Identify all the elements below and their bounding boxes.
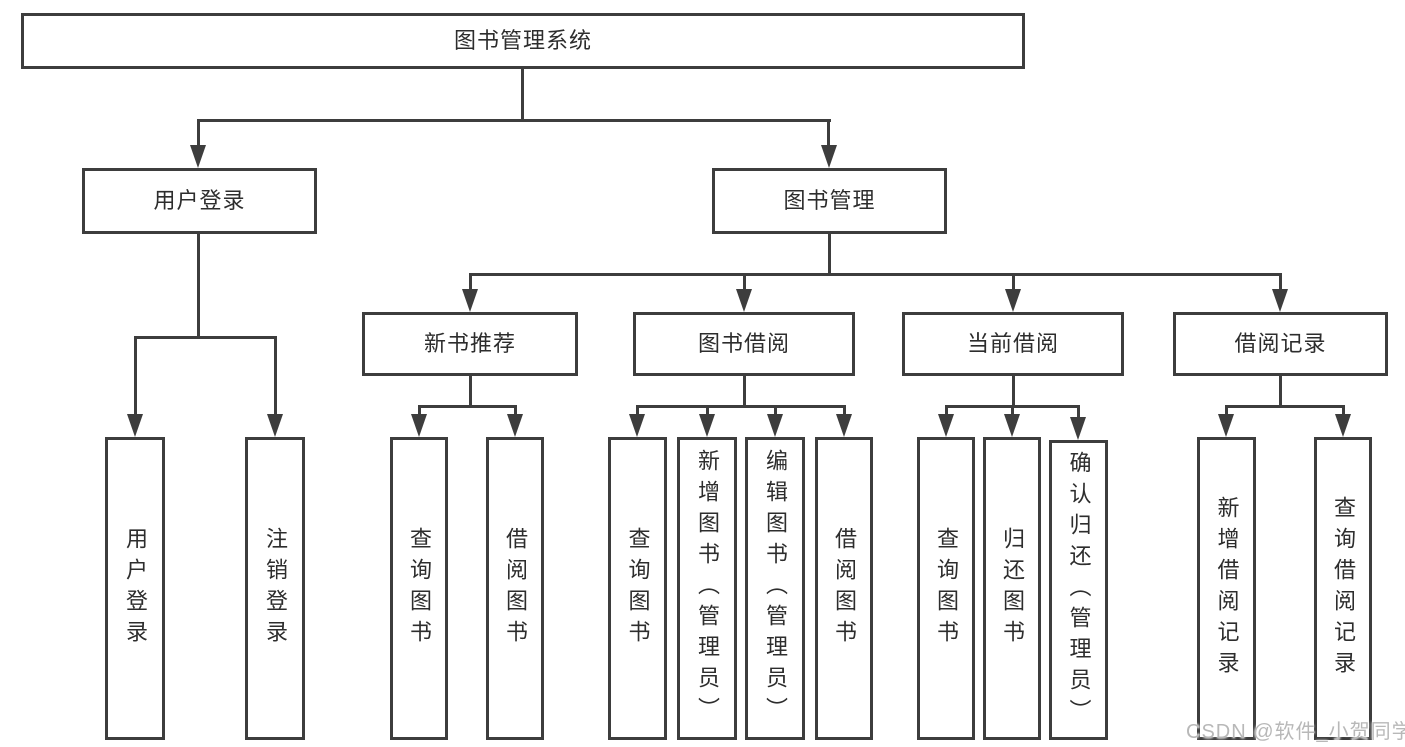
connector-line: [636, 405, 846, 408]
arrowhead-down: [767, 414, 783, 437]
arrowhead-down: [462, 289, 478, 312]
connector-line: [469, 273, 472, 293]
connector-line: [743, 376, 746, 408]
node-leaf-add-borrow-record: 新增借阅记录: [1197, 437, 1256, 740]
connector-line: [197, 119, 200, 149]
connector-line: [1279, 273, 1282, 293]
arrowhead-down: [1070, 417, 1086, 440]
connector-line: [134, 336, 277, 339]
arrowhead-down: [190, 145, 206, 168]
arrowhead-down: [836, 414, 852, 437]
arrowhead-down: [736, 289, 752, 312]
node-leaf-add-books-admin: 新增图书（管理员）: [677, 437, 737, 740]
connector-line: [134, 336, 137, 417]
node-leaf-query-books: 查询图书: [390, 437, 448, 740]
arrowhead-down: [127, 414, 143, 437]
arrowhead-down: [1005, 289, 1021, 312]
node-current-borrowing: 当前借阅: [902, 312, 1124, 376]
connector-line: [636, 405, 639, 417]
connector-line: [274, 336, 277, 417]
connector-line: [945, 405, 948, 417]
connector-line: [828, 233, 831, 276]
node-leaf-user-login: 用户登录: [105, 437, 165, 740]
connector-line: [743, 273, 746, 293]
arrowhead-down: [267, 414, 283, 437]
arrowhead-down: [1272, 289, 1288, 312]
connector-line: [1077, 405, 1080, 419]
arrowhead-down: [821, 145, 837, 168]
connector-line: [706, 405, 709, 417]
node-leaf-confirm-return-admin: 确认归还（管理员）: [1049, 440, 1108, 740]
node-book-management: 图书管理: [712, 168, 947, 234]
connector-line: [1012, 376, 1015, 408]
connector-line: [843, 405, 846, 417]
node-leaf-borrow-books: 借阅图书: [486, 437, 544, 740]
connector-line: [1342, 405, 1345, 417]
node-leaf-borrow-books: 借阅图书: [815, 437, 873, 740]
node-leaf-return-books: 归还图书: [983, 437, 1041, 740]
connector-line: [514, 405, 517, 417]
node-user-login: 用户登录: [82, 168, 317, 234]
connector-line: [1012, 273, 1015, 293]
connector-line: [1011, 405, 1014, 417]
arrowhead-down: [629, 414, 645, 437]
connector-line: [418, 405, 517, 408]
node-leaf-edit-books-admin: 编辑图书（管理员）: [745, 437, 805, 740]
connector-line: [469, 376, 472, 408]
arrowhead-down: [938, 414, 954, 437]
connector-line: [827, 119, 830, 149]
connector-line: [197, 119, 831, 122]
arrowhead-down: [411, 414, 427, 437]
connector-line: [1225, 405, 1345, 408]
connector-line: [1279, 376, 1282, 408]
arrowhead-down: [1218, 414, 1234, 437]
node-borrowing-records: 借阅记录: [1173, 312, 1388, 376]
node-book-borrowing: 图书借阅: [633, 312, 855, 376]
node-leaf-query-borrow-record: 查询借阅记录: [1314, 437, 1372, 740]
arrowhead-down: [699, 414, 715, 437]
arrowhead-down: [1335, 414, 1351, 437]
node-leaf-logout: 注销登录: [245, 437, 305, 740]
connector-line: [469, 273, 1281, 276]
connector-line: [1225, 405, 1228, 417]
connector-line: [774, 405, 777, 417]
connector-line: [197, 233, 200, 338]
arrowhead-down: [507, 414, 523, 437]
node-leaf-query-books: 查询图书: [608, 437, 667, 740]
connector-line: [521, 68, 524, 122]
node-library-management-system: 图书管理系统: [21, 13, 1025, 69]
csdn-watermark: CSDN @软件_小贺同学: [1186, 721, 1405, 743]
node-new-book-recommendation: 新书推荐: [362, 312, 578, 376]
arrowhead-down: [1004, 414, 1020, 437]
node-leaf-query-books: 查询图书: [917, 437, 975, 740]
connector-line: [418, 405, 421, 417]
